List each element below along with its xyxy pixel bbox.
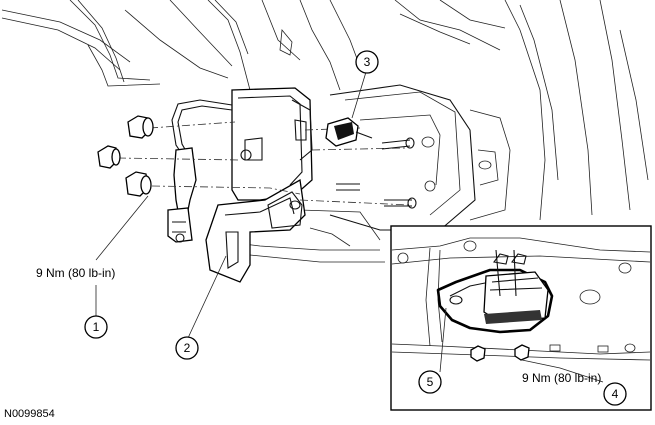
callout-leaders	[95, 71, 367, 339]
nut-fasteners	[97, 115, 154, 197]
callout-4-label: 4	[612, 387, 619, 401]
inset-nut-2	[514, 344, 530, 361]
callout-5-label: 5	[427, 375, 434, 389]
torque-spec-main: 9 Nm (80 lb-in)	[36, 266, 115, 280]
figure-id: N0099854	[4, 408, 55, 420]
callout-5: 5	[418, 370, 442, 394]
callout-4: 4	[603, 382, 627, 406]
inset-nut-1	[470, 345, 486, 362]
nut-1	[127, 115, 154, 139]
callout-1: 1	[84, 315, 108, 339]
callout-3-label: 3	[364, 55, 371, 69]
callout-2: 2	[175, 336, 199, 360]
vehicle-structure-background	[1, 0, 649, 263]
nut-2	[97, 145, 121, 169]
torque-spec-inset: 9 Nm (80 lb-in)	[522, 371, 601, 385]
callout-3: 3	[355, 50, 379, 74]
nut-3	[125, 171, 152, 197]
module-bracket-assembly	[117, 87, 411, 283]
callout-2-label: 2	[184, 341, 191, 355]
electrical-connector	[325, 117, 417, 209]
callout-1-label: 1	[93, 320, 100, 334]
